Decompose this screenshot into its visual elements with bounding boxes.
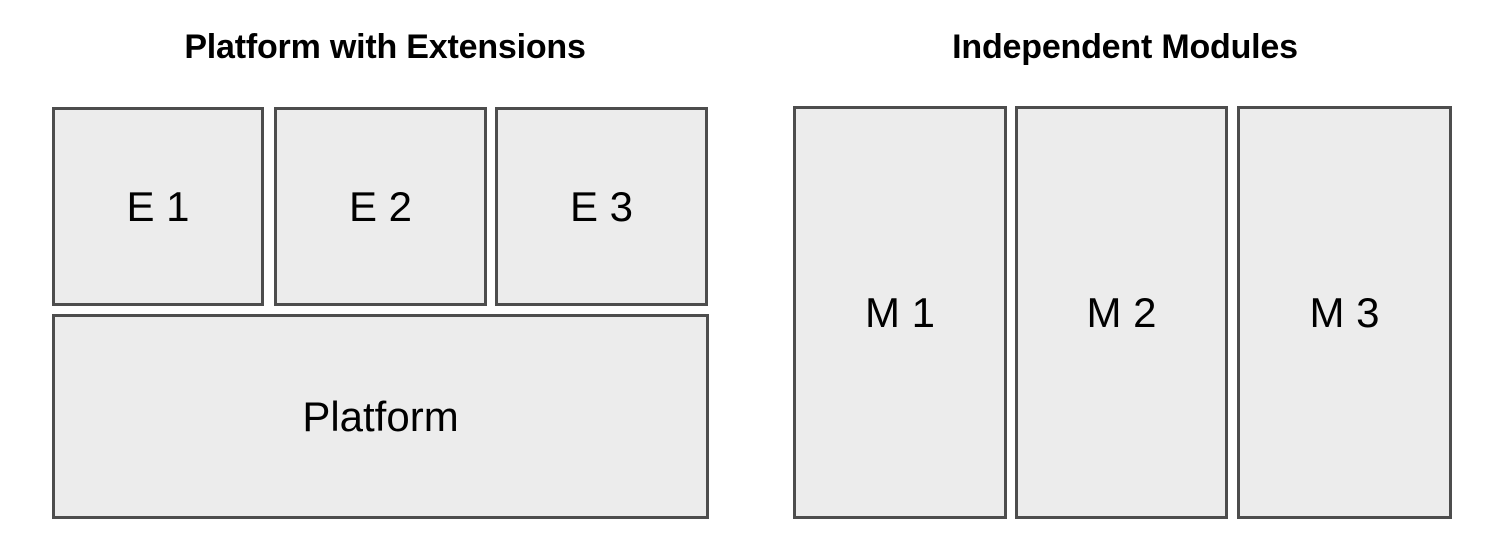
extension-box-e2-label: E 2 bbox=[348, 182, 413, 230]
extension-box-e2: E 2 bbox=[274, 107, 487, 306]
extension-box-e3-label: E 3 bbox=[569, 182, 634, 230]
module-box-m1-label: M 1 bbox=[864, 288, 935, 336]
module-box-m3: M 3 bbox=[1237, 106, 1452, 519]
module-box-m3-label: M 3 bbox=[1309, 288, 1380, 336]
extension-box-e1-label: E 1 bbox=[126, 182, 190, 230]
extension-box-e1: E 1 bbox=[52, 107, 264, 306]
module-box-m2-label: M 2 bbox=[1086, 288, 1157, 336]
module-box-m1: M 1 bbox=[793, 106, 1007, 519]
platform-base-box-label: Platform bbox=[302, 392, 459, 440]
extension-box-e3: E 3 bbox=[495, 107, 708, 306]
module-box-m2: M 2 bbox=[1015, 106, 1228, 519]
panel-title-platform-with-extensions: Platform with Extensions bbox=[184, 28, 586, 66]
platform-base-box: Platform bbox=[52, 314, 709, 519]
panel-title-independent-modules: Independent Modules bbox=[952, 28, 1298, 66]
